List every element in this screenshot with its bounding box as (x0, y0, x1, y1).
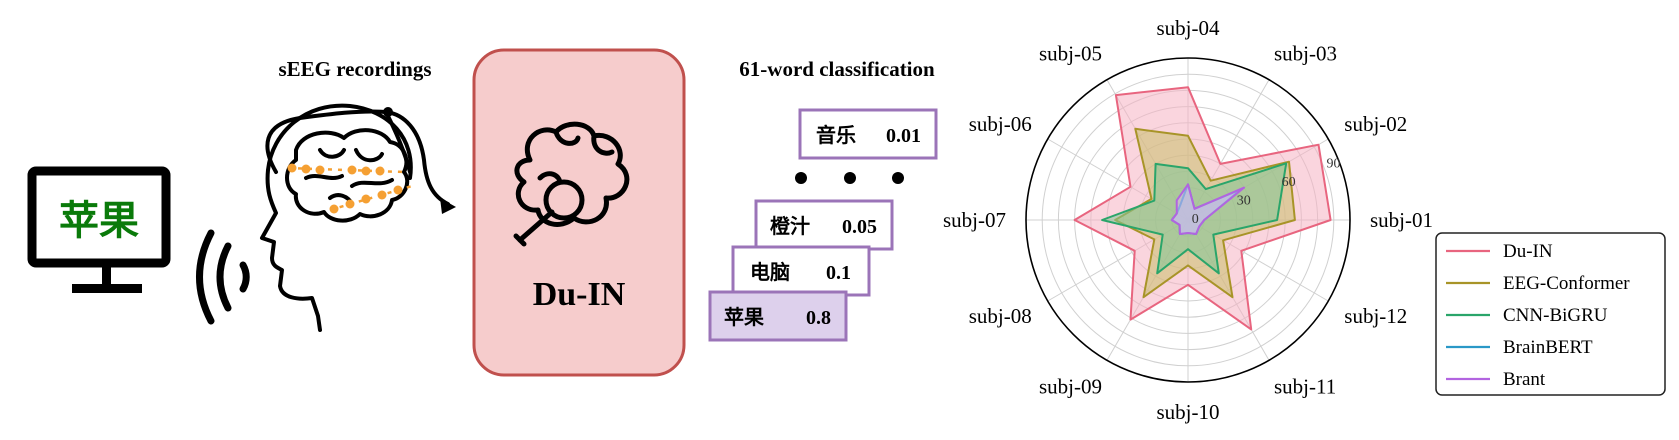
axis-label: subj-07 (943, 208, 1006, 232)
electrode-contacts (287, 163, 413, 214)
legend-label: Brant (1503, 369, 1546, 390)
axis-label: subj-02 (1344, 112, 1407, 136)
radial-tick-label: 30 (1237, 194, 1251, 209)
axis-label: subj-05 (1039, 42, 1102, 66)
series-polygon-4 (1170, 183, 1246, 235)
prediction-prob: 0.1 (826, 262, 851, 284)
radial-tick-label: 0 (1192, 212, 1199, 227)
arrow-head (440, 198, 456, 214)
legend-label: EEG-Conformer (1503, 273, 1630, 294)
legend-label: CNN-BiGRU (1503, 305, 1608, 326)
radar-frame (1025, 57, 1351, 383)
radial-tick-label: 90 (1327, 156, 1341, 171)
axis-label: subj-08 (969, 304, 1032, 328)
prediction-prob: 0.05 (842, 216, 877, 238)
sound-wave-icon (196, 229, 250, 325)
axis-label: subj-04 (1157, 16, 1221, 40)
prediction-card-top: 苹果 0.8 (708, 290, 848, 342)
prediction-prob: 0.01 (886, 125, 921, 147)
legend-label: Du-IN (1503, 241, 1553, 262)
axis-label: subj-09 (1039, 374, 1102, 398)
monitor-icon (27, 166, 171, 293)
legend-frame (1435, 232, 1666, 396)
prediction-word: 橙汁 (770, 214, 810, 238)
head-brain-icon (260, 103, 450, 332)
legend-label: BrainBERT (1503, 337, 1593, 358)
prediction-word: 苹果 (724, 305, 764, 329)
axis-label: subj-11 (1274, 374, 1336, 398)
axis-label: subj-10 (1157, 400, 1220, 424)
prediction-card: 橙汁 0.05 (754, 199, 894, 251)
monitor-word: 苹果 (59, 198, 139, 244)
ellipsis-dots (795, 172, 904, 184)
axis-label: subj-01 (1370, 208, 1433, 232)
axis-label: subj-12 (1344, 304, 1407, 328)
prediction-word: 电脑 (750, 260, 790, 284)
electrode-hub (383, 107, 393, 117)
brain-search-icon (513, 121, 630, 247)
prediction-word: 音乐 (816, 123, 856, 147)
axis-label: subj-03 (1274, 42, 1337, 66)
seeg-title: sEEG recordings (278, 57, 431, 81)
axis-label: subj-06 (969, 112, 1032, 136)
prediction-card: 电脑 0.1 (731, 245, 871, 297)
prediction-card: 音乐 0.01 (798, 108, 938, 160)
classification-title: 61-word classification (739, 57, 935, 81)
prediction-prob: 0.8 (806, 307, 831, 329)
radial-tick-label: 60 (1282, 175, 1296, 190)
radar-chart: 0 30 60 90 subj-01 subj-02 subj-03 subj-04 subj-… (943, 16, 1433, 424)
model-name: Du-IN (533, 276, 626, 313)
